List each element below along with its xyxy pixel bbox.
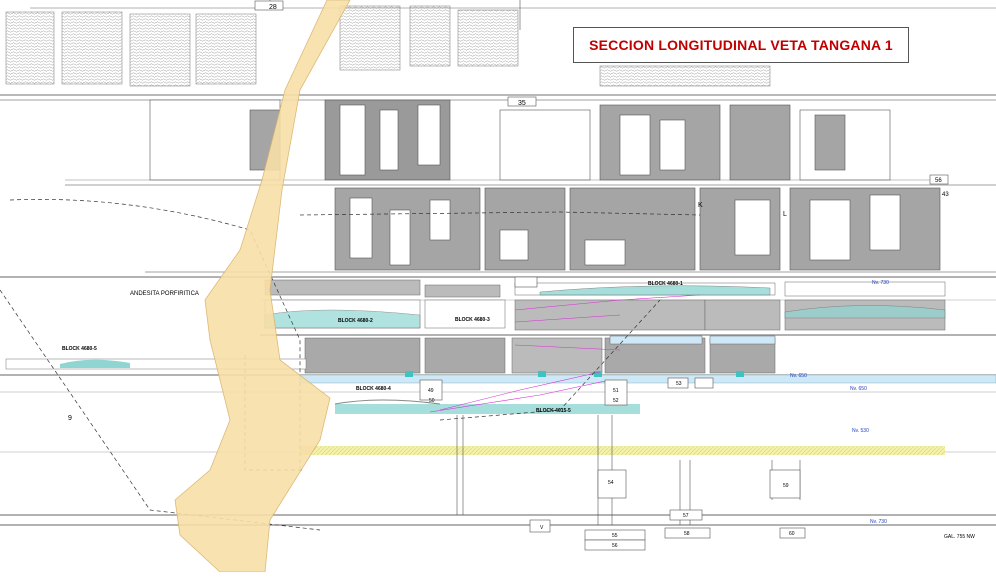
num-60: 60	[789, 531, 795, 537]
title-box: SECCION LONGITUDINAL VETA TANGANA 1	[573, 27, 909, 63]
num-58: 58	[684, 531, 690, 537]
marker	[594, 371, 602, 377]
level-boxes	[254, 0, 949, 551]
num-49: 49	[428, 388, 434, 394]
marker	[538, 371, 546, 377]
nv-530-label: Nv. 530	[852, 428, 869, 434]
diagram-title: SECCION LONGITUDINAL VETA TANGANA 1	[589, 37, 893, 53]
level-band	[299, 374, 996, 384]
num-56: 56	[612, 543, 618, 549]
block-4680-1-label: BLOCK 4680-1	[648, 281, 683, 287]
num-50: 50	[429, 398, 435, 404]
lower-stopes	[145, 187, 996, 273]
block-4680-5-label: BLOCK 4680-5	[62, 346, 97, 352]
num-57: 57	[683, 513, 689, 519]
level-v: V	[540, 525, 544, 531]
andesite-label: ANDESITA PORFIRITICA	[130, 291, 199, 297]
nv-650-label: Nv. 650	[790, 373, 807, 379]
level-28: 28	[269, 4, 277, 11]
block-4615-strip	[334, 399, 640, 414]
level-56: 56	[935, 178, 942, 184]
block-4680-5-strip	[5, 358, 307, 370]
level-35: 35	[518, 100, 526, 107]
num-54: 54	[608, 480, 614, 486]
middle-stopes	[65, 99, 996, 186]
block-4615-5-label: BLOCK 4615-5	[536, 408, 571, 414]
magenta-lines	[429, 294, 701, 413]
nv-650b-label: Nv. 650	[850, 386, 867, 392]
num-55: 55	[612, 533, 618, 539]
block-4680-3-label: BLOCK 4680-3	[455, 317, 490, 323]
num-51: 51	[613, 388, 619, 394]
diagram-labels: 28 35 43 56 K L V ANDESITA PORFIRITICA B…	[62, 4, 975, 549]
level-l: L	[783, 211, 787, 218]
nv-730b-label: Nv. 730	[870, 519, 887, 525]
nv-730-label: Nv. 730	[872, 280, 889, 286]
gallery-label: GAL. 755 NW	[944, 534, 975, 540]
num-59: 59	[783, 483, 789, 489]
marker	[405, 371, 413, 377]
block-4680-2-label: BLOCK 4680-2	[338, 318, 373, 324]
block-4680-4-label: BLOCK 4680-4	[356, 386, 391, 392]
hatched-band	[300, 446, 945, 455]
num-53: 53	[676, 381, 682, 387]
num-9: 9	[68, 415, 72, 422]
level-43: 43	[942, 192, 949, 198]
level-k: K	[698, 202, 703, 209]
marker	[736, 371, 744, 377]
block-stopes	[264, 279, 946, 374]
num-52: 52	[613, 398, 619, 404]
